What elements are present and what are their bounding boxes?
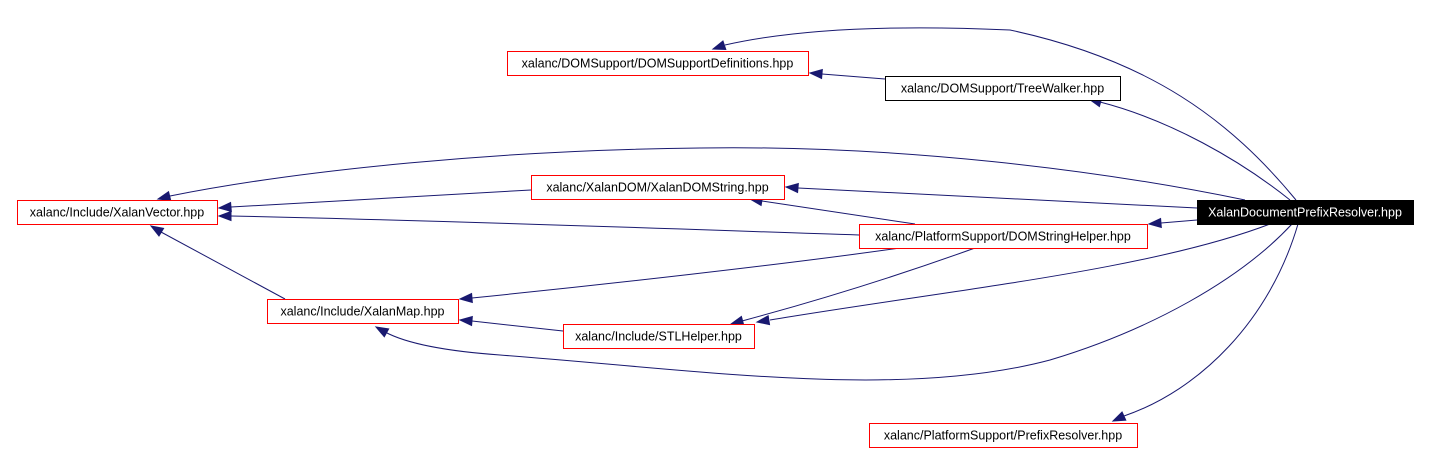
edge-line [724, 27, 1297, 201]
edge-line [797, 187, 1198, 209]
edge-line [169, 147, 1246, 201]
arrowhead-icon [156, 190, 172, 202]
node-box [507, 51, 809, 76]
arrowhead-icon [374, 326, 390, 338]
edge-domstringhelper-to-stlhelper [729, 247, 976, 326]
edge-root-to-xalandomstring [784, 182, 1198, 209]
node-label: xalanc/DOMSupport/TreeWalker.hpp [901, 82, 1104, 96]
edge-line [741, 247, 976, 322]
edge-line [230, 189, 532, 208]
arrowhead-icon [217, 201, 232, 213]
node-label: xalanc/Include/STLHelper.hpp [575, 330, 742, 344]
edge-treewalker-to-domsupportdefs [808, 68, 886, 80]
node-label: xalanc/Include/XalanMap.hpp [280, 305, 444, 319]
edge-line [769, 223, 1271, 321]
node-box [531, 175, 785, 200]
node-box [859, 224, 1148, 249]
arrowhead-icon [1111, 411, 1127, 422]
edge-xalanmap-to-xalanvector [149, 225, 286, 300]
node-label: xalanc/PlatformSupport/DOMStringHelper.h… [875, 230, 1131, 244]
node-box [1197, 200, 1414, 225]
arrowhead-icon [1147, 217, 1162, 229]
arrowhead-icon [755, 314, 771, 326]
edge-domstringhelper-to-xalandomstring [748, 195, 916, 225]
edge-domstringhelper-to-xalanmap [458, 247, 901, 304]
node-label: xalanc/Include/XalanVector.hpp [30, 206, 204, 220]
edge-line [384, 223, 1293, 381]
node-label: XalanDocumentPrefixResolver.hpp [1208, 206, 1402, 220]
edge-line [1123, 223, 1299, 417]
node-box [17, 200, 218, 225]
edge-root-to-xalanvector [156, 147, 1246, 202]
arrowhead-icon [711, 40, 727, 51]
node-box [885, 76, 1121, 101]
node-label: xalanc/XalanDOM/XalanDOMString.hpp [546, 181, 768, 195]
arrowhead-icon [458, 292, 473, 304]
edge-root-to-stlhelper [755, 223, 1271, 326]
edge-xalandomstring-to-xalanvector [217, 189, 532, 213]
node-xalanmap[interactable]: xalanc/Include/XalanMap.hpp [267, 299, 459, 324]
node-label: xalanc/PlatformSupport/PrefixResolver.hp… [884, 429, 1122, 443]
node-root: XalanDocumentPrefixResolver.hpp [1197, 200, 1414, 225]
edge-line [821, 73, 886, 80]
arrowhead-icon [217, 210, 232, 222]
node-box [267, 299, 459, 324]
edges-layer [149, 27, 1299, 422]
nodes-layer: XalanDocumentPrefixResolver.hpp xalanc/DO… [17, 51, 1414, 448]
node-box [869, 423, 1138, 448]
arrowhead-icon [808, 68, 823, 80]
node-xalandomstring[interactable]: xalanc/XalanDOM/XalanDOMString.hpp [531, 175, 785, 200]
node-stlhelper[interactable]: xalanc/Include/STLHelper.hpp [563, 324, 755, 349]
edge-domstringhelper-to-xalanvector [217, 210, 860, 236]
edge-line [1099, 101, 1291, 201]
node-box [563, 324, 755, 349]
edge-root-to-xalanmap [374, 223, 1293, 381]
node-xalanvector[interactable]: xalanc/Include/XalanVector.hpp [17, 200, 218, 225]
node-treewalker: xalanc/DOMSupport/TreeWalker.hpp [885, 76, 1121, 101]
edge-root-to-domsupportdefs [711, 27, 1297, 201]
node-label: xalanc/DOMSupport/DOMSupportDefinitions.… [522, 57, 794, 71]
edge-line [471, 320, 564, 332]
arrowhead-icon [729, 315, 745, 326]
arrowhead-icon [458, 315, 473, 327]
node-domsupportdefs[interactable]: xalanc/DOMSupport/DOMSupportDefinitions.… [507, 51, 809, 76]
node-domstringhelper[interactable]: xalanc/PlatformSupport/DOMStringHelper.h… [859, 224, 1148, 249]
edge-line [1160, 219, 1198, 224]
edge-line [471, 247, 901, 299]
edge-root-to-treewalker [1087, 97, 1291, 201]
edge-line [160, 231, 286, 300]
node-prefixresolver[interactable]: xalanc/PlatformSupport/PrefixResolver.hp… [869, 423, 1138, 448]
arrowhead-icon [149, 225, 165, 237]
edge-root-to-prefixresolver [1111, 223, 1299, 422]
edge-stlhelper-to-xalanmap [458, 315, 564, 332]
edge-line [230, 215, 860, 236]
arrowhead-icon [784, 182, 799, 194]
edge-root-to-domstringhelper [1147, 217, 1198, 229]
edge-line [761, 200, 916, 225]
